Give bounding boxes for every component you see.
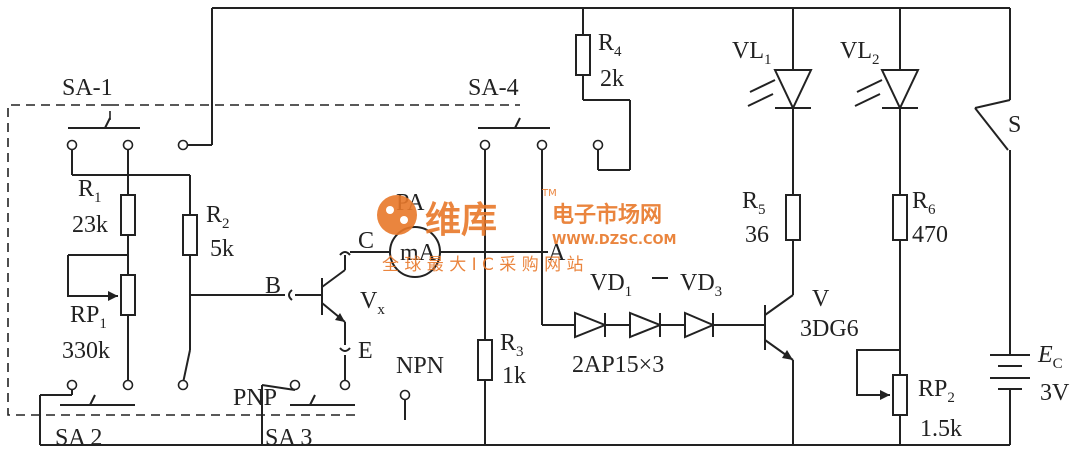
sa1-label: SA-1 — [62, 75, 113, 101]
switch-sa4: SA-4 — [468, 75, 604, 340]
npn-label: NPN — [396, 353, 444, 379]
meter-pa: PA mA A — [350, 190, 566, 278]
top-rail — [183, 7, 1011, 146]
r2-label: R2 — [206, 202, 230, 232]
r5-value: 36 — [745, 222, 769, 248]
switch-sa2: SA 2 — [39, 379, 1010, 451]
transistor-vx: B C E Vx — [265, 228, 385, 364]
v-type: 3DG6 — [800, 316, 859, 342]
node-a-label: A — [548, 240, 566, 266]
term-c-label: C — [358, 228, 374, 254]
r2-value: 5k — [210, 236, 234, 262]
resistor-r1: R1 23k — [72, 176, 136, 275]
sa4-terminal-left — [479, 139, 491, 151]
potentiometer-rp1: RP1 330k — [62, 254, 136, 380]
ec-label: EC — [1037, 342, 1063, 372]
watermark-tm: TM — [541, 188, 557, 199]
vd3-label: VD3 — [680, 270, 722, 300]
r6-label: R6 — [912, 188, 936, 218]
watermark-brand: 维库 — [425, 200, 497, 241]
switch-s-label: S — [1008, 112, 1021, 138]
r6-value: 470 — [912, 222, 948, 248]
term-b-socket — [288, 289, 293, 301]
switch-sa1: SA-1 — [62, 75, 190, 195]
rp2-label: RP2 — [918, 376, 955, 406]
battery-ec: EC 3V — [990, 342, 1070, 445]
watermark-logo-icon — [377, 195, 417, 235]
sa2-terminal-right — [122, 379, 134, 391]
resistor-r3: R3 1k — [477, 330, 526, 445]
r4-value: 2k — [600, 66, 624, 92]
watermark-url: WWW.DZSC.COM — [552, 233, 676, 248]
resistor-r4: R4 2k — [575, 8, 631, 171]
watermark: 维库 电子市场网 TM WWW.DZSC.COM 全 球 最 大 I C 采 购… — [377, 188, 676, 275]
sa4-terminal-right — [536, 139, 548, 151]
vl2-label: VL2 — [840, 38, 880, 68]
resistor-r2: R2 5k — [182, 175, 285, 384]
vx-label: Vx — [360, 288, 385, 318]
transistor-v: V 3DG6 — [764, 240, 859, 445]
term-c-socket — [339, 251, 351, 256]
diode-spec: 2AP15×3 — [572, 352, 664, 378]
switch-sa3: PNP NPN SA 3 — [233, 353, 444, 451]
sa1-terminal-left — [66, 139, 78, 151]
watermark-title: 电子市场网 — [552, 202, 662, 228]
sa4-terminal-r4 — [592, 139, 604, 151]
sa3-terminal-npn — [399, 389, 411, 401]
watermark-slogan: 全 球 最 大 I C 采 购 网 站 — [382, 255, 584, 275]
term-e-socket — [339, 347, 351, 352]
r4-label: R4 — [598, 30, 622, 60]
pnp-label: PNP — [233, 385, 277, 411]
r1-label: R1 — [78, 176, 102, 206]
ec-value: 3V — [1040, 380, 1070, 406]
r5-label: R5 — [742, 188, 766, 218]
rp1-label: RP1 — [70, 302, 107, 332]
resistor-r5: R5 36 — [742, 188, 801, 248]
vd1-label: VD1 — [590, 270, 632, 300]
v-label: V — [812, 286, 830, 312]
sa2-terminal-left — [66, 379, 78, 391]
term-b-label: B — [265, 273, 281, 299]
vl1-label: VL1 — [732, 38, 772, 68]
r3-label: R3 — [500, 330, 524, 360]
sa3-label: SA 3 — [265, 425, 312, 451]
led-vl2: VL2 — [840, 8, 920, 195]
resistor-r6: R6 470 — [892, 188, 948, 375]
sa3-terminal-pnp — [289, 379, 301, 391]
rp1-value: 330k — [62, 338, 110, 364]
sa3-terminal-common — [339, 379, 351, 391]
led-vl1: VL1 — [732, 8, 813, 195]
sa2-label: SA 2 — [55, 425, 102, 451]
sa1-terminal-r2 — [177, 139, 189, 151]
sa1-terminal-right — [122, 139, 134, 151]
switch-s: S — [974, 99, 1021, 355]
sa2-terminal-r2 — [177, 379, 189, 391]
rp2-value: 1.5k — [920, 416, 962, 442]
r1-value: 23k — [72, 212, 108, 238]
sa4-label: SA-4 — [468, 75, 519, 101]
potentiometer-rp2: RP2 1.5k — [856, 349, 962, 445]
term-e-label: E — [358, 338, 373, 364]
ma-label: mA — [400, 240, 437, 266]
r3-value: 1k — [502, 363, 526, 389]
diode-string: VD1 VD3 2AP15×3 — [542, 270, 765, 378]
